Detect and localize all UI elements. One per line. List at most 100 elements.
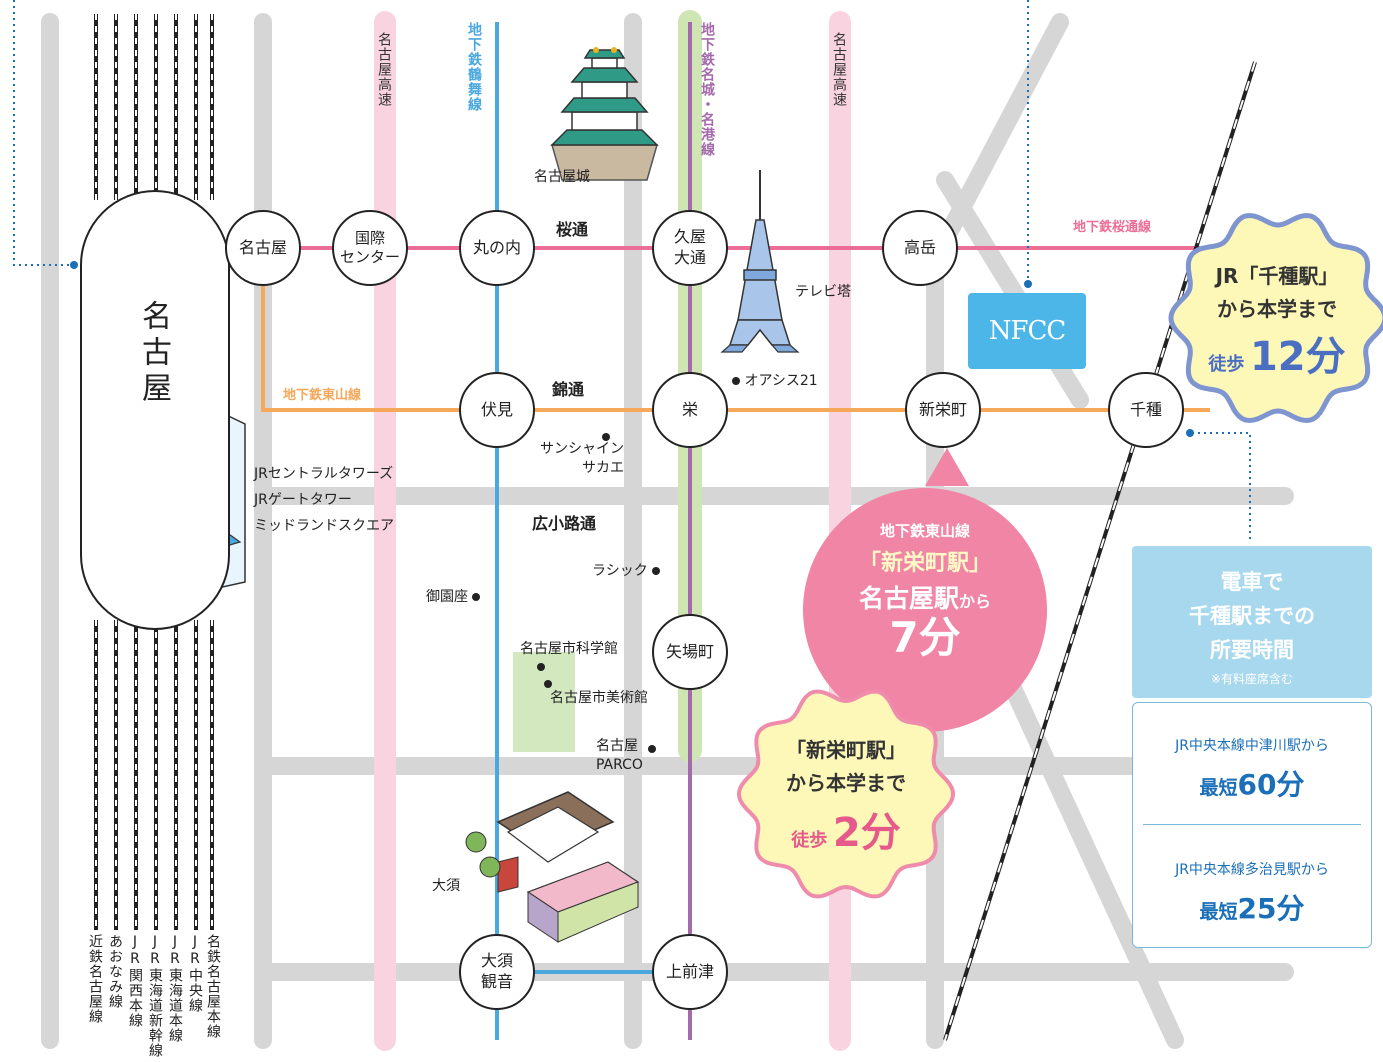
landmark-sunshine: サンシャイン サカエ	[540, 441, 624, 476]
landmark-oasis-label: オアシス21	[744, 373, 818, 389]
leader-chikusa	[1192, 432, 1251, 540]
pink-callout-text: 地下鉄東山線 「新栄町駅」 名古屋駅から 7分	[833, 520, 1017, 661]
station-fushimi[interactable]: 伏見	[459, 372, 535, 448]
landmark-osu: 大須	[432, 878, 460, 894]
nfcc-campus-marker[interactable]: NFCC	[968, 293, 1086, 369]
nagoya-station-title: 名古屋	[136, 300, 171, 408]
travel-row2-from: JR中央本線多治見駅から	[1175, 862, 1329, 878]
yellow-bottom-walk-label: 徒歩	[791, 830, 828, 851]
landmark-parco: 名古屋 PARCO	[596, 738, 643, 773]
station-kokusai-center[interactable]: 国際 センター	[332, 210, 408, 286]
label-expressway-left: 名古屋高速	[376, 32, 392, 107]
station-nagoya[interactable]: 名古屋	[225, 210, 301, 286]
landmark-sunshine-dot	[602, 428, 610, 447]
rail-label-kansai: JR関西本線	[127, 934, 143, 1028]
yellow-bottom-line1: 「新栄町駅」	[786, 738, 906, 762]
travel-time-head3: 所要時間	[1210, 638, 1294, 662]
travel-row2-label: 最短	[1199, 901, 1238, 923]
pink-callout-origin: 名古屋駅	[858, 584, 959, 613]
yellow-top-time: 12分	[1249, 334, 1346, 380]
pink-callout-minutes: 7分	[889, 613, 961, 662]
station-takaoka[interactable]: 高岳	[882, 210, 958, 286]
castle-illustration	[550, 47, 659, 181]
rail-tracks	[94, 14, 214, 930]
landmark-misonoza: 御園座	[426, 588, 481, 607]
station-shinsakae[interactable]: 新栄町	[905, 372, 981, 448]
label-tsurumai: 地下鉄鶴舞線	[466, 22, 482, 112]
station-kamimaezu[interactable]: 上前津	[652, 934, 728, 1010]
travel-time-body: JR中央本線中津川駅から 最短60分 JR中央本線多治見駅から 最短25分	[1132, 702, 1372, 948]
landmark-parco-dot	[648, 740, 656, 759]
label-expressway-right: 名古屋高速	[831, 32, 847, 107]
yellow-top-walk-label: 徒歩	[1208, 354, 1245, 375]
travel-time-header: 電車で 千種駅までの 所要時間 ※有料座席含む	[1132, 546, 1372, 698]
yellow-callout-top-text: JR「千種駅」 から本学まで 徒歩 12分	[1184, 260, 1370, 382]
leader-dot	[1186, 429, 1194, 437]
yellow-top-line2: から本学まで	[1217, 297, 1337, 321]
pink-callout-kara: から	[959, 592, 992, 611]
leader-dot	[70, 261, 78, 269]
rail-label-tokaido: JR東海道本線	[167, 934, 183, 1043]
station-yabacho[interactable]: 矢場町	[652, 614, 728, 690]
travel-row1-from: JR中央本線中津川駅から	[1175, 738, 1329, 754]
travel-time-head2: 千種駅までの	[1189, 604, 1315, 628]
pink-callout-station: 「新栄町駅」	[858, 551, 991, 576]
landmark-dot	[537, 663, 545, 671]
landmark-tv-tower: テレビ塔	[795, 284, 851, 300]
landmark-art: 名古屋市美術館	[550, 690, 648, 706]
yellow-callout-bottom-text: 「新栄町駅」 から本学まで 徒歩 2分	[753, 734, 939, 858]
pink-callout-line: 地下鉄東山線	[879, 522, 970, 540]
landmark-dot	[648, 745, 656, 753]
label-sakuradori: 地下鉄桜通線	[1073, 220, 1152, 235]
station-chikusa[interactable]: 千種	[1108, 372, 1184, 448]
travel-divider	[1143, 824, 1361, 825]
leader-left	[13, 0, 72, 266]
travel-row1-label: 最短	[1199, 777, 1238, 799]
station-sakae[interactable]: 栄	[652, 372, 728, 448]
rail-label-shinkansen: JR東海道新幹線	[147, 934, 163, 1058]
travel-row2-time: 最短25分	[1133, 887, 1371, 927]
yellow-bottom-time: 2分	[832, 810, 901, 856]
yellow-bottom-walk: 徒歩 2分	[753, 800, 939, 858]
landmark-science-dot	[537, 658, 545, 677]
travel-row1-minutes: 60分	[1237, 768, 1305, 801]
nagoya-station-hub	[80, 190, 230, 630]
landmark-lachic-label: ラシック	[592, 563, 648, 579]
travel-row2-minutes: 25分	[1237, 892, 1305, 925]
travel-row1-time: 最短60分	[1133, 763, 1371, 803]
landmark-dot	[544, 680, 552, 688]
station-osu-kannon[interactable]: 大須 観音	[459, 934, 535, 1010]
landmark-art-dot	[544, 675, 552, 694]
station-marunouchi[interactable]: 丸の内	[459, 210, 535, 286]
label-higashiyama: 地下鉄東山線	[283, 388, 362, 403]
landmark-dot	[602, 433, 610, 441]
road-name-nishiki: 錦通	[552, 380, 585, 399]
landmark-dot	[732, 377, 740, 385]
road-name-sakura: 桜通	[556, 220, 589, 239]
landmark-lachic: ラシック	[592, 562, 661, 581]
rail-label-meitetsu: 名鉄名古屋本線	[205, 934, 221, 1039]
travel-time-note: ※有料座席含む	[1210, 672, 1294, 686]
yellow-bottom-line2: から本学まで	[786, 771, 906, 795]
landmark-misonoza-label: 御園座	[426, 589, 468, 605]
rail-label-chuo: JR中央線	[187, 934, 203, 1013]
label-meijo: 地下鉄名城・名港線	[699, 22, 715, 157]
landmark-oasis: オアシス21	[732, 372, 818, 391]
rail-label-aonami: あおなみ線	[107, 934, 123, 1009]
landmark-dot	[652, 567, 661, 575]
higashiyama-line	[261, 248, 1210, 412]
leader-dot	[1024, 280, 1032, 288]
landmark-castle: 名古屋城	[534, 169, 590, 185]
station-hisaya-odori[interactable]: 久屋 大通	[652, 210, 728, 286]
travel-time-head1: 電車で	[1220, 570, 1284, 594]
osu-illustration	[465, 791, 640, 943]
tv-tower-illustration	[720, 170, 800, 353]
landmark-jr-towers: JRセントラルタワーズ JRゲートタワー ミッドランドスクエア	[254, 466, 394, 534]
landmark-science: 名古屋市科学館	[520, 641, 618, 657]
pink-callout-from: 名古屋駅から	[833, 579, 1017, 615]
dotted-leaders	[13, 0, 1251, 540]
rail-label-kintetsu: 近鉄名古屋線	[87, 934, 103, 1024]
landmark-dot	[472, 593, 481, 601]
yellow-top-walk: 徒歩 12分	[1184, 324, 1370, 382]
